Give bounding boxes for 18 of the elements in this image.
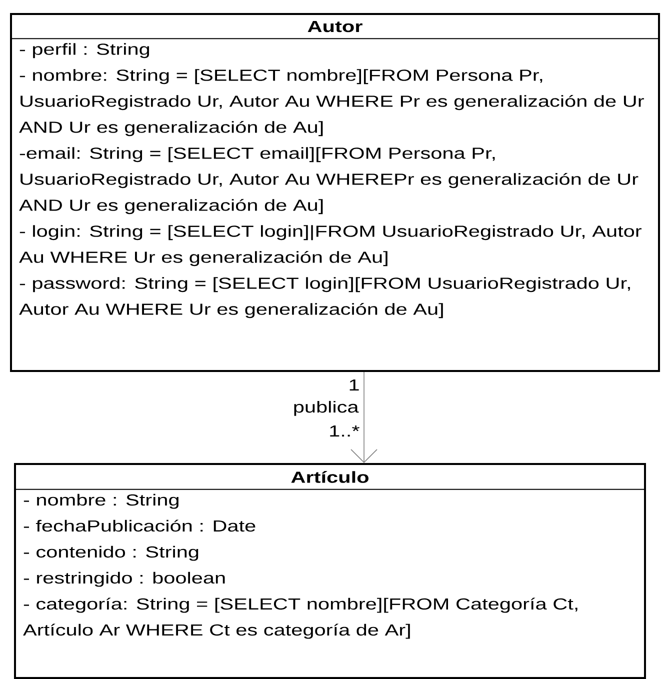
class-box (14, 463, 646, 679)
attribute-text: - nombre: String = [SELECT nombre][FROM Persona Pr, UsuarioRegistrado Ur, Autor Au WHERE Pr es generalización de Ur AND Ur es generalización de Au] (19, 69, 644, 136)
attribute-text: - nombre : String (24, 494, 178, 509)
edge-label: publica (294, 400, 359, 416)
association-arrow (350, 372, 378, 463)
class-name: Artículo (291, 471, 368, 483)
attribute-text: - restringido : boolean (24, 572, 225, 587)
attribute-text: - login: String = [SELECT login]|FROM UsuarioRegistrado Ur, Autor Au WHERE Ur es generalización de Au] (19, 225, 642, 266)
attribute-text: - password: String = [SELECT login][FROM UsuarioRegistrado Ur, Autor Au WHERE Ur es generalización de Au] (19, 277, 630, 318)
attribute-text: - categoría: String = [SELECT nombre][FROM Categoría Ct, Artículo Ar WHERE Ct es categoría de Ar] (23, 598, 578, 639)
attribute-text: - perfil : String (20, 43, 150, 58)
class-box (10, 13, 660, 372)
attribute-text: - contenido : String (24, 546, 198, 561)
multiplicity: 1..* (330, 426, 360, 436)
attribute-text: - fechaPublicación : Date (24, 520, 256, 532)
attribute-text: -email: String = [SELECT email][FROM Persona Pr, UsuarioRegistrado Ur, Autor Au WHEREPr es generalización de Ur AND Ur es generalización de Au] (19, 147, 638, 214)
class-name: Autor (308, 21, 362, 32)
multiplicity: 1 (350, 380, 359, 390)
